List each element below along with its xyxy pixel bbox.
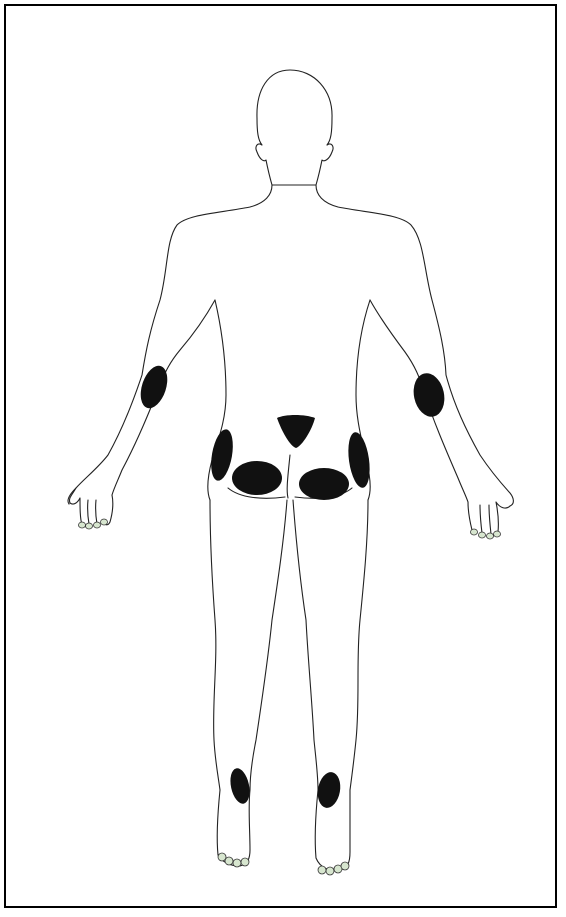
right-leg-inner (293, 500, 318, 790)
left-hip-spot (208, 428, 237, 483)
left-toe-nail (233, 859, 241, 867)
sacrum-spot (277, 415, 315, 448)
gluteal-cleft (287, 455, 290, 498)
left-arm-inner (112, 300, 215, 495)
right-finger-nail (479, 532, 486, 538)
right-buttock-spot (299, 468, 349, 500)
left-toe-nail (241, 858, 249, 866)
right-toe-nail (341, 862, 349, 870)
right-heel-spot (315, 770, 343, 809)
left-finger-nail (94, 522, 101, 528)
left-leg-inner (250, 500, 287, 790)
head-outline (256, 70, 333, 185)
right-elbow-spot (410, 370, 448, 419)
left-toe-nail (225, 857, 233, 865)
right-finger-nail (487, 533, 494, 539)
right-finger-nail (494, 531, 501, 537)
left-heel-spot (227, 767, 252, 806)
right-finger-nail (471, 529, 478, 535)
left-buttock-spot (232, 461, 282, 495)
right-toe-nail (326, 867, 334, 875)
right-leg-outer (350, 500, 368, 790)
right-toe-nail (318, 866, 326, 874)
left-finger-nail (101, 519, 108, 525)
left-finger-nail (79, 522, 86, 528)
right-hip-spot (345, 431, 373, 489)
body-outline (68, 185, 513, 506)
left-leg-outer (210, 500, 220, 790)
left-finger-nail (86, 523, 93, 529)
